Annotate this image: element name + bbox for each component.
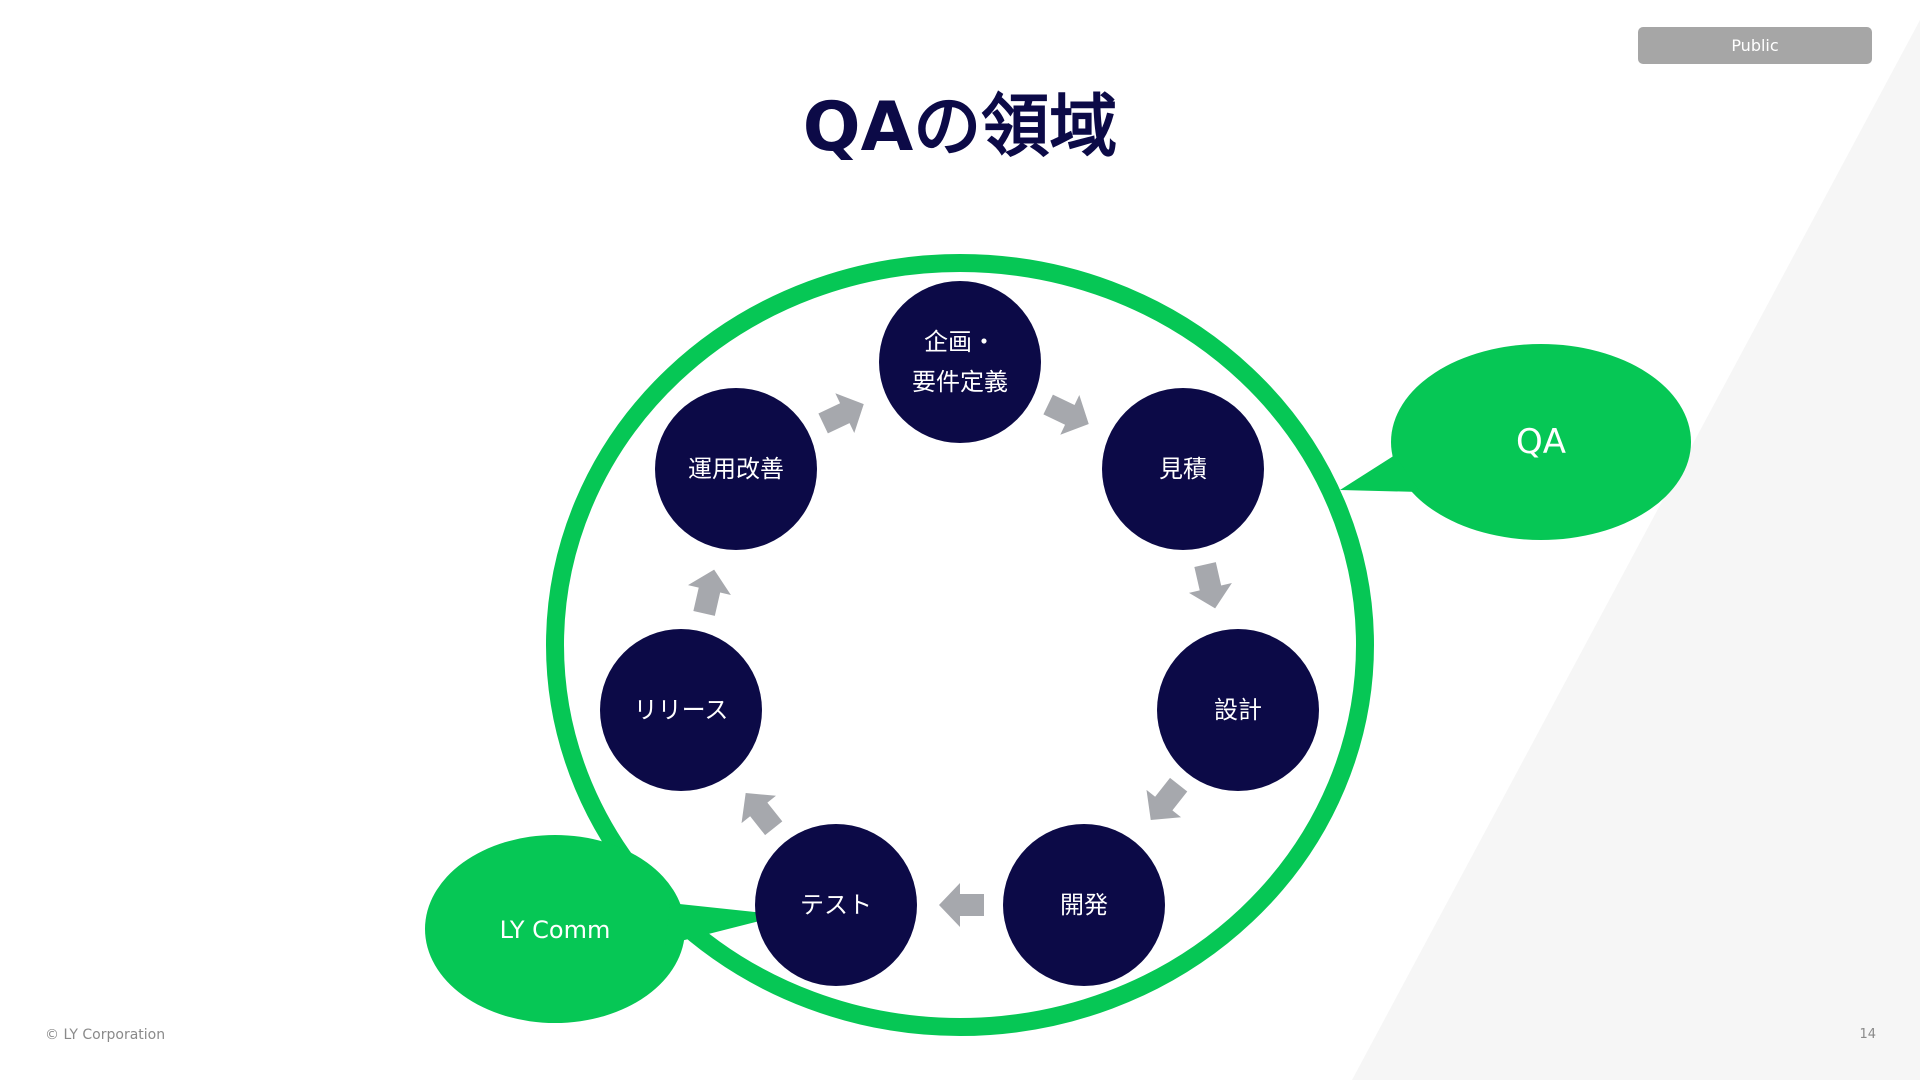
ly-comm-callout-label: LY Comm [499,916,611,944]
cycle-arrow [818,393,864,434]
qa-callout-bubble [1340,344,1691,540]
ly-comm-callout-bubble [425,835,783,1023]
cycle-arrow [1146,777,1188,821]
node-estimation: 見積 [1102,388,1264,550]
node-release: リリース [600,629,762,791]
node-testing: テスト [755,824,917,986]
page-title: QAの領域 [802,88,1118,167]
copyright-text: © LY Corporation [45,1027,166,1043]
cycle-arrow [741,793,783,836]
node-planning: 企画・ 要件定義 [879,281,1041,443]
node-development: 開発 [1003,824,1165,986]
cycle-arrow [1189,562,1232,609]
page-number: 14 [1859,1027,1876,1042]
qa-callout-label: QA [1515,422,1567,462]
cycle-arrow [688,569,731,616]
cycle-arrow [939,883,984,927]
node-operations: 運用改善 [655,388,817,550]
classification-badge: Public [1638,27,1872,64]
node-design: 設計 [1157,629,1319,791]
qa-scope-ring [546,254,1374,1036]
cycle-arrow [1043,394,1089,435]
cycle-arrows [688,393,1232,927]
